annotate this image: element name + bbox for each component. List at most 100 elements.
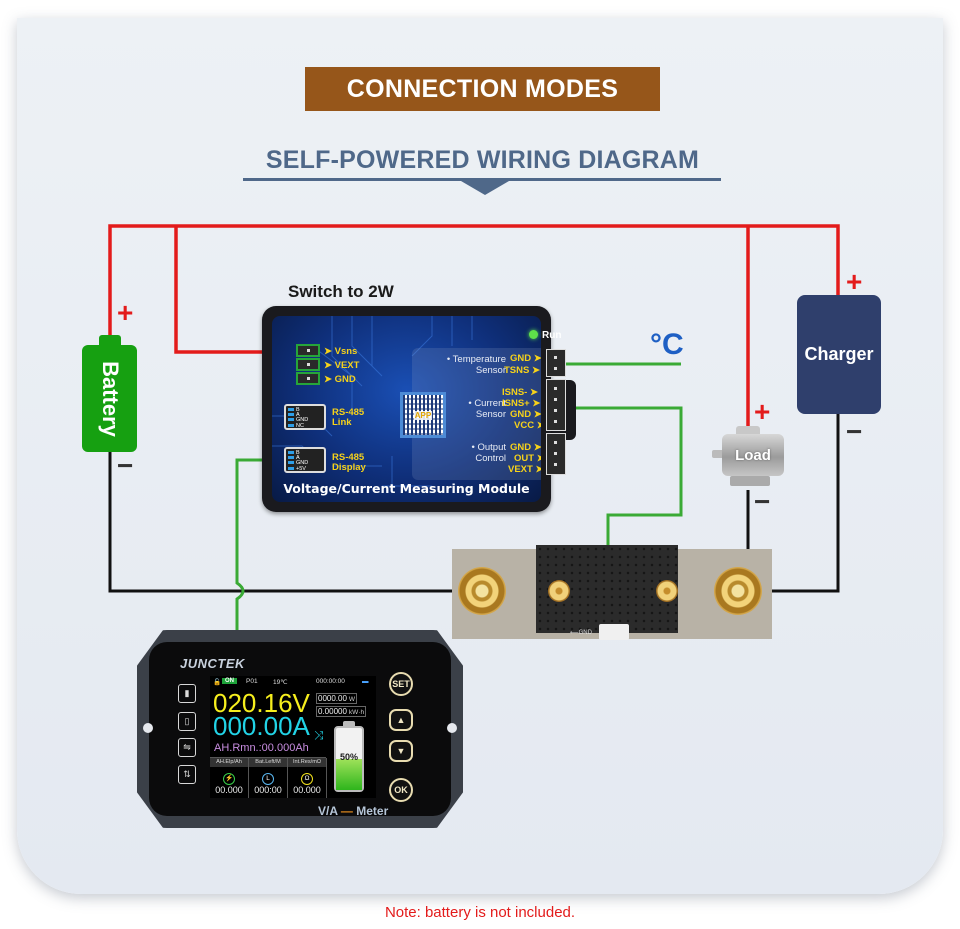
pin-label: GND ➤ [510, 409, 541, 420]
timer-readout: 000:00:00 [316, 678, 345, 685]
output-control-connector[interactable] [546, 433, 566, 475]
meter-mount-hole-left [143, 723, 153, 733]
current-readout: 000.00A [213, 711, 310, 741]
shunt-pcb [536, 545, 678, 633]
stats-columns: AH.Elp/Ah ⚡ 00.000 Bat.Left/M L 000:00 I… [210, 757, 327, 798]
connection-modes-banner: CONNECTION MODES [305, 67, 660, 111]
app-qr-code[interactable]: APP [400, 392, 446, 438]
battery-percent: 50% [339, 752, 358, 762]
pin-label: OUT ➤ [514, 453, 541, 464]
pin-label: GND ➤ [510, 442, 541, 453]
signal-wire-display [235, 458, 290, 632]
charger-label: Charger [804, 344, 874, 364]
load-negative-sign: − [754, 486, 771, 517]
ok-button[interactable]: OK [389, 778, 413, 802]
charger: Charger [797, 295, 881, 414]
meter-model-label: V/A — Meter [318, 804, 389, 818]
lightning-icon: ⚡ [223, 773, 235, 785]
subtitle-arrow-icon [461, 181, 509, 195]
stat-ah-elapsed: AH.Elp/Ah ⚡ 00.000 [210, 758, 249, 798]
positive-wire-module-vsns [174, 226, 285, 354]
run-label: Run [542, 330, 562, 341]
temperature-sensor-connector[interactable] [546, 349, 566, 377]
battery-icon[interactable]: ▮ [178, 684, 196, 703]
direction-icon: ⤨ [314, 728, 324, 742]
shunt-screw-right [656, 580, 678, 602]
load-positive-sign: + [754, 396, 771, 427]
subtitle-underline [243, 178, 721, 181]
battery-terminal [99, 335, 121, 347]
current-shunt: ⟵GND [452, 545, 772, 640]
pin-label-vext: ➤ VEXT [324, 360, 360, 371]
stat-battery-left: Bat.Left/M L 000:00 [249, 758, 288, 798]
switch-mode-label: Switch to 2W [288, 282, 394, 301]
run-led-indicator [529, 330, 538, 339]
terminal-vsns [296, 344, 320, 357]
phone-icon[interactable]: ▯ [178, 712, 196, 731]
shunt-signal-connector[interactable] [599, 624, 629, 640]
meter-lcd-screen: 🔓 ON P01 19℃ 000:00:00 ▬ 020.16V 000.00A… [210, 676, 376, 798]
clock-icon: L [262, 773, 274, 785]
pin-label: ISNS+ ➤ [502, 398, 541, 409]
positive-wire-bus [108, 224, 840, 337]
transfer-icon[interactable]: ⇅ [178, 765, 196, 784]
ocp-ovp-icon[interactable]: ⇋ [178, 738, 196, 757]
program-number: P01 [246, 678, 258, 685]
battery: Battery [82, 345, 137, 452]
wiring-diagram-title: SELF-POWERED WIRING DIAGRAM [265, 146, 700, 174]
battery-gauge: 50% [334, 726, 364, 792]
load-motor: Load [712, 424, 784, 490]
rs485-display-port: B A GND +5V [284, 447, 326, 473]
charger-negative-sign: − [846, 416, 863, 447]
pin-label-vsns: ➤ Vsns [324, 346, 358, 357]
temperature-readout: 19℃ [273, 679, 288, 686]
battery-label: Battery [97, 360, 123, 437]
load-motor-body: Load [722, 434, 784, 476]
voltage-readout: 020.16V [213, 688, 310, 718]
rs485-link-pins: B A GND NC [288, 407, 308, 429]
charger-positive-sign: + [846, 266, 863, 297]
stat-internal-resistance: Int.Res/mΩ Ω 00.000 [288, 758, 327, 798]
rs485-link-port: B A GND NC [284, 404, 326, 430]
up-button[interactable]: ▲ [389, 709, 413, 731]
pin-label: GND ➤ [510, 353, 541, 364]
terminal-vext [296, 358, 320, 371]
current-sensor-connector[interactable] [546, 379, 566, 431]
load-motor-top [736, 426, 760, 436]
load-motor-foot [730, 476, 770, 486]
pin-label: ISNS- ➤ [502, 387, 538, 398]
ah-remaining-readout: AH.Rmn.:00.000Ah [214, 742, 309, 754]
charging-status-icon: ▬ [362, 678, 369, 685]
load-label: Load [735, 446, 771, 464]
pin-label: VEXT ➤ [508, 464, 541, 475]
meter-mount-hole-right [447, 723, 457, 733]
negative-wire-battery [108, 452, 470, 593]
rs485-display-pins: B A GND +5V [288, 450, 308, 472]
ohm-icon: Ω [301, 773, 313, 785]
shunt-bolt-right [714, 567, 762, 615]
meter-brand: JUNCTEK [180, 656, 245, 671]
temperature-probe-label: °C [650, 328, 684, 361]
shunt-screw-left [548, 580, 570, 602]
lcd-status-bar: 🔓 ON P01 19℃ 000:00:00 ▬ [210, 676, 376, 688]
down-button[interactable]: ▼ [389, 740, 413, 762]
shunt-gnd-label: ⟵GND [570, 630, 592, 636]
pin-label-gnd: ➤ GND [324, 374, 356, 385]
shunt-bolt-left [458, 567, 506, 615]
battery-negative-sign: − [117, 450, 134, 481]
battery-gauge-cap [343, 721, 355, 726]
module-title: Voltage/Current Measuring Module [283, 481, 530, 496]
set-button[interactable]: SET [389, 672, 413, 696]
pin-label: VCC ➤ [514, 420, 541, 431]
battery-gauge-fill [336, 759, 362, 790]
output-on-badge: ON [222, 678, 237, 684]
battery-positive-sign: + [117, 297, 134, 328]
